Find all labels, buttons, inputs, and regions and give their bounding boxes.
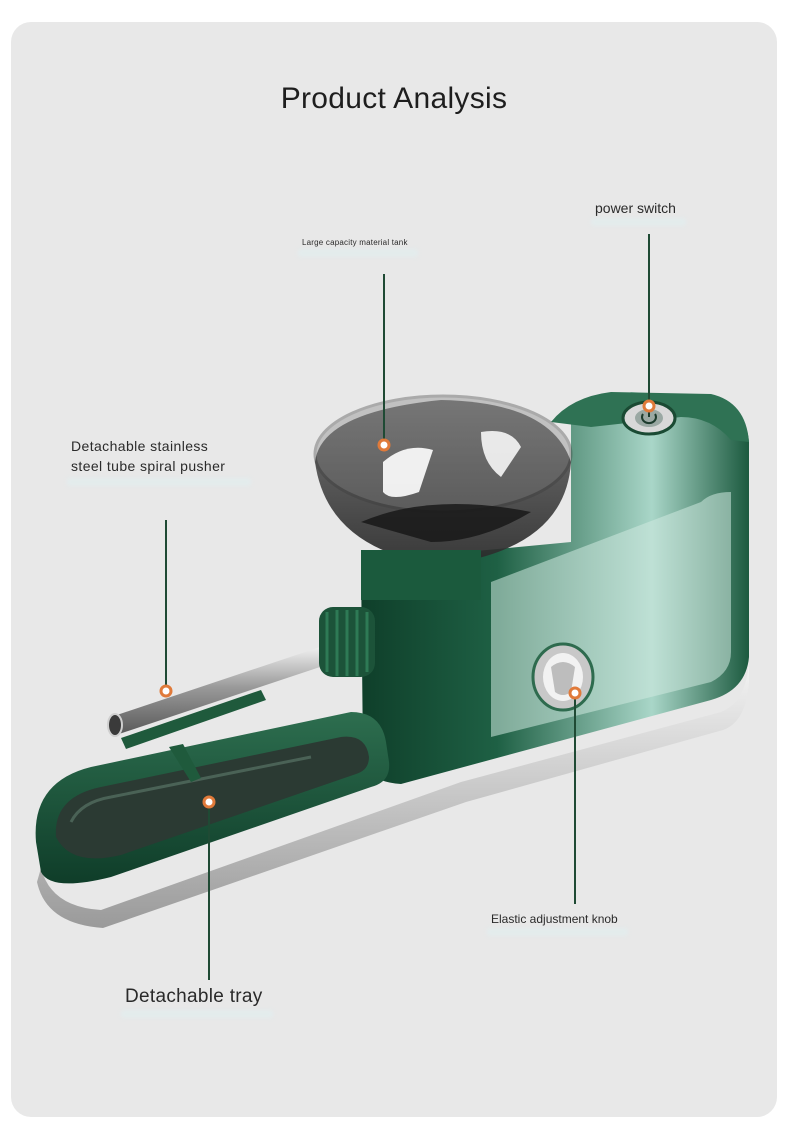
spiral-pusher bbox=[107, 607, 375, 782]
adjustment-knob-icon bbox=[531, 642, 595, 712]
tray-label: Detachable tray bbox=[125, 986, 263, 1007]
power-switch-label: power switch bbox=[595, 200, 676, 216]
marker-knob bbox=[568, 686, 582, 700]
marker-pusher bbox=[159, 684, 173, 698]
marker-power bbox=[642, 399, 656, 413]
page-title: Product Analysis bbox=[280, 82, 508, 115]
leader-lines bbox=[165, 234, 650, 980]
adjustment-knob-label: Elastic adjustment knob bbox=[491, 912, 618, 926]
marker-tank bbox=[377, 438, 391, 452]
spiral-pusher-label: Detachable stainless steel tube spiral p… bbox=[71, 436, 241, 476]
product-illustration bbox=[35, 234, 749, 980]
product-analysis-card: Product Analysis bbox=[11, 22, 777, 1117]
marker-tray bbox=[202, 795, 216, 809]
callout-markers bbox=[159, 399, 656, 809]
material-tank-label: Large capacity material tank bbox=[302, 238, 408, 247]
material-tank bbox=[313, 394, 573, 562]
